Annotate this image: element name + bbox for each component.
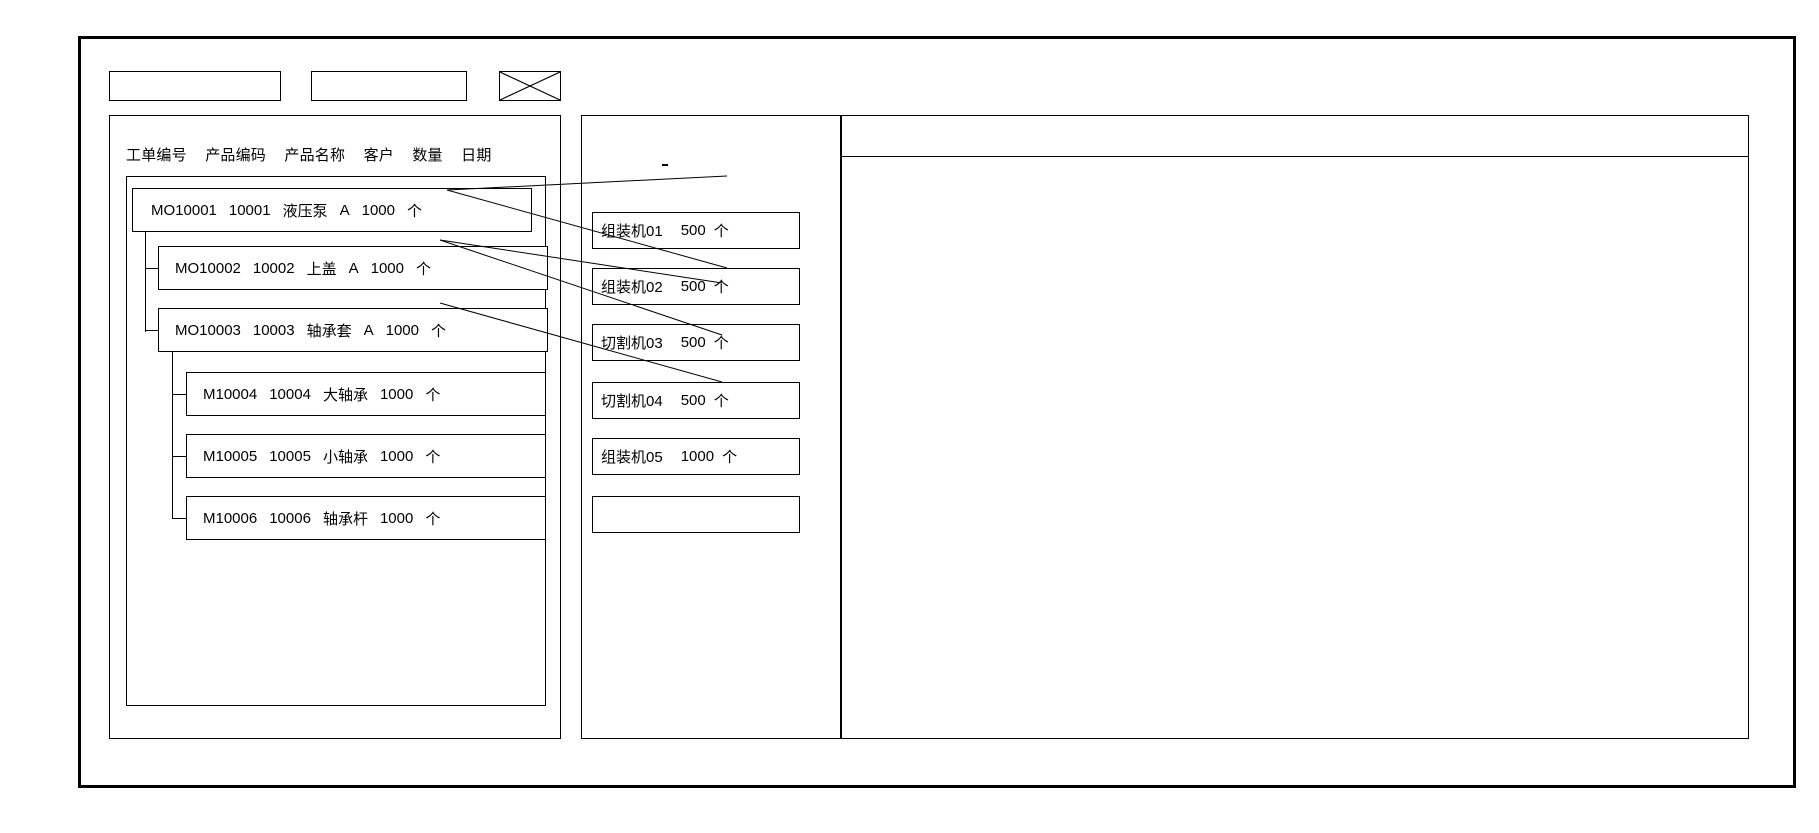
cell-product-code: 10006 <box>269 509 311 527</box>
cell-quantity: 1000 <box>379 509 414 527</box>
machine-name: 组装机01 <box>601 223 663 240</box>
list-item[interactable]: 切割机04 500 个 <box>592 382 800 419</box>
cell-customer: A <box>363 321 374 339</box>
machine-unit: 个 <box>713 393 729 410</box>
cell-unit: 个 <box>407 202 423 220</box>
tree-column-header: 工单编号 产品编码 产品名称 客户 数量 日期 <box>126 144 492 166</box>
cell-product-name: 小轴承 <box>322 448 368 466</box>
machine-unit: 个 <box>713 335 729 352</box>
list-item[interactable]: 切割机03 500 个 <box>592 324 800 361</box>
cell-order-no: M10005 <box>203 447 258 465</box>
detail-panel-header-divider <box>842 156 1748 157</box>
cell-product-name: 上盖 <box>306 260 337 278</box>
toolbar <box>109 71 1749 105</box>
machine-qty: 1000 <box>680 448 715 465</box>
work-order-tree-panel: 工单编号 产品编码 产品名称 客户 数量 日期 MO10001 10001 液压… <box>109 115 561 739</box>
tree-connector-branch-node5 <box>172 518 187 519</box>
dash-marker <box>662 164 668 166</box>
cell-order-no: MO10001 <box>151 201 217 219</box>
cell-product-name: 轴承套 <box>306 322 352 340</box>
tree-connector-branch-node4 <box>172 456 187 457</box>
cell-product-name: 轴承杆 <box>322 510 368 528</box>
list-item[interactable]: 组装机02 500 个 <box>592 268 800 305</box>
cell-unit: 个 <box>425 386 441 404</box>
machine-qty: 500 <box>680 334 706 351</box>
machine-name: 组装机02 <box>601 279 663 296</box>
cell-order-no: MO10002 <box>175 259 241 277</box>
table-row[interactable]: M10005 10005 小轴承 1000 个 <box>186 434 546 478</box>
tree-connector-branch-node1 <box>145 268 159 269</box>
table-row[interactable]: M10004 10004 大轴承 1000 个 <box>186 372 546 416</box>
tree-connector-branch-node3 <box>172 394 187 395</box>
detail-panel <box>841 115 1749 739</box>
x-placeholder-icon-glyph <box>500 72 560 100</box>
column-header-product-name: 产品名称 <box>284 147 346 164</box>
cell-order-no: M10006 <box>203 509 258 527</box>
machine-name: 切割机04 <box>601 393 663 410</box>
cell-unit: 个 <box>416 260 432 278</box>
cell-quantity: 1000 <box>379 447 414 465</box>
list-item[interactable]: 组装机01 500 个 <box>592 212 800 249</box>
toolbar-text-field-1[interactable] <box>109 71 281 101</box>
cell-product-code: 10004 <box>269 385 311 403</box>
machine-qty: 500 <box>680 392 706 409</box>
machine-qty: 500 <box>680 222 706 239</box>
cell-product-code: 10003 <box>252 321 295 339</box>
machine-unit: 个 <box>722 449 738 466</box>
cell-quantity: 1000 <box>361 201 395 219</box>
toolbar-text-field-2[interactable] <box>311 71 467 101</box>
column-header-date: 日期 <box>461 147 492 164</box>
cell-order-no: MO10003 <box>175 321 241 339</box>
cell-product-code: 10001 <box>228 201 271 219</box>
tree-connector-trunk-level2 <box>172 352 173 518</box>
table-row[interactable]: MO10001 10001 液压泵 A 1000 个 <box>132 188 532 232</box>
machine-qty: 500 <box>680 278 706 295</box>
cell-unit: 个 <box>431 322 447 340</box>
cell-customer: A <box>348 259 359 277</box>
list-item[interactable] <box>592 496 800 533</box>
tree-connector-trunk-level1 <box>145 232 146 332</box>
machine-name: 切割机03 <box>601 335 663 352</box>
machine-name: 组装机05 <box>601 449 663 466</box>
cell-order-no: M10004 <box>203 385 258 403</box>
application-window: 工单编号 产品编码 产品名称 客户 数量 日期 MO10001 10001 液压… <box>78 36 1796 788</box>
cell-product-name: 大轴承 <box>322 386 368 404</box>
column-header-product-code: 产品编码 <box>205 147 266 164</box>
cell-unit: 个 <box>425 448 441 466</box>
column-header-quantity: 数量 <box>412 147 443 164</box>
machine-schedule-panel: 组装机01 500 个 组装机02 500 个 切割机03 500 个 切割机0… <box>581 115 841 739</box>
cell-product-name: 液压泵 <box>282 202 328 220</box>
cell-quantity: 1000 <box>379 385 414 403</box>
list-item[interactable]: 组装机05 1000 个 <box>592 438 800 475</box>
x-placeholder-icon[interactable] <box>499 71 561 101</box>
table-row[interactable]: MO10002 10002 上盖 A 1000 个 <box>158 246 548 290</box>
cell-quantity: 1000 <box>370 259 404 277</box>
tree-connector-branch-node2 <box>145 330 159 331</box>
cell-quantity: 1000 <box>385 321 419 339</box>
machine-unit: 个 <box>713 223 729 240</box>
cell-unit: 个 <box>425 510 441 528</box>
cell-customer: A <box>339 201 350 219</box>
table-row[interactable]: M10006 10006 轴承杆 1000 个 <box>186 496 546 540</box>
machine-unit: 个 <box>713 279 729 296</box>
column-header-customer: 客户 <box>363 147 394 164</box>
cell-product-code: 10005 <box>269 447 311 465</box>
column-header-order-no: 工单编号 <box>126 147 187 164</box>
table-row[interactable]: MO10003 10003 轴承套 A 1000 个 <box>158 308 548 352</box>
cell-product-code: 10002 <box>252 259 295 277</box>
